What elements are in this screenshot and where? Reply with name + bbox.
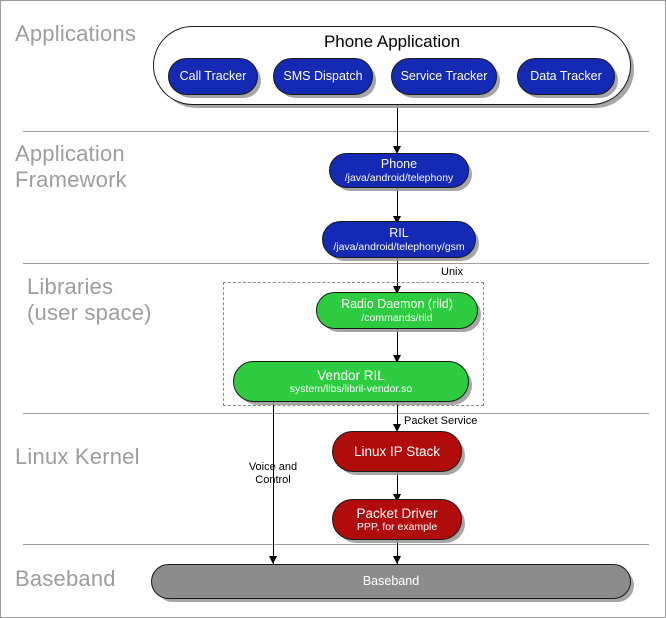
app-node-data-tracker[interactable]: Data Tracker bbox=[517, 58, 615, 95]
arrowhead-vendor-ril-to-ip-stack bbox=[392, 424, 401, 432]
arrowhead-ip-stack-to-packet-driver bbox=[392, 494, 401, 502]
framework-node-phone[interactable]: Phone /java/android/telephony bbox=[329, 153, 469, 188]
kernel-node-packet-driver[interactable]: Packet Driver PPP, for example bbox=[332, 499, 462, 540]
arrowhead-ril-to-rild bbox=[392, 286, 401, 294]
connector-rild-to-vendor-ril bbox=[397, 329, 399, 361]
arrowhead-rild-to-vendor-ril bbox=[392, 355, 401, 363]
layer-label-linux-kernel: Linux Kernel bbox=[15, 444, 140, 469]
framework-node-phone-title: Phone bbox=[380, 157, 418, 171]
divider-application-framework bbox=[23, 263, 649, 264]
edge-label-voice-and-control: Voice and Control bbox=[248, 461, 298, 486]
framework-node-ril-title: RIL bbox=[389, 226, 409, 240]
connector-vendor-ril-to-baseband bbox=[273, 396, 275, 565]
arrowhead-apps-to-phone bbox=[392, 146, 401, 154]
phone-application-title: Phone Application bbox=[323, 32, 461, 51]
kernel-node-packet-driver-sub: PPP, for example bbox=[356, 521, 438, 533]
connector-packet-driver-to-baseband bbox=[397, 540, 399, 565]
library-node-vendor-ril[interactable]: Vendor RIL system/libs/libril-vendor.so bbox=[233, 361, 469, 402]
divider-libraries bbox=[23, 413, 649, 414]
app-node-data-tracker-label: Data Tracker bbox=[530, 69, 602, 83]
app-node-service-tracker[interactable]: Service Tracker bbox=[391, 58, 497, 95]
unix-boundary-box bbox=[223, 282, 484, 406]
baseband-node-title: Baseband bbox=[362, 574, 420, 588]
library-node-radio-daemon-title: Radio Daemon (rild) bbox=[341, 297, 453, 311]
app-node-call-tracker[interactable]: Call Tracker bbox=[168, 58, 258, 95]
layer-label-baseband: Baseband bbox=[15, 566, 116, 591]
library-node-radio-daemon[interactable]: Radio Daemon (rild) /commands/rild bbox=[316, 292, 478, 329]
connector-ril-to-rild bbox=[397, 258, 399, 291]
arrowhead-packet-driver-to-baseband bbox=[392, 556, 401, 564]
connector-apps-to-phone bbox=[397, 105, 399, 147]
app-node-call-tracker-label: Call Tracker bbox=[179, 69, 247, 83]
arrowhead-phone-to-ril bbox=[392, 216, 401, 224]
framework-node-ril-path: /java/android/telephony/gsm bbox=[333, 241, 465, 253]
connector-vendor-ril-to-ip-stack bbox=[397, 396, 399, 429]
layer-label-applications: Applications bbox=[15, 21, 137, 46]
divider-applications bbox=[23, 131, 649, 132]
library-node-vendor-ril-path: system/libs/libril-vendor.so bbox=[289, 383, 413, 395]
edge-label-packet-service: Packet Service bbox=[404, 415, 478, 427]
kernel-node-linux-ip-stack[interactable]: Linux IP Stack bbox=[332, 431, 462, 472]
app-node-service-tracker-label: Service Tracker bbox=[400, 69, 488, 83]
framework-node-phone-path: /java/android/telephony bbox=[344, 172, 454, 184]
arrowhead-vendor-ril-to-baseband bbox=[268, 556, 277, 564]
app-node-sms-dispatch[interactable]: SMS Dispatch bbox=[273, 58, 373, 95]
library-node-vendor-ril-title: Vendor RIL bbox=[317, 368, 385, 383]
layer-label-application-framework: Application Framework bbox=[15, 141, 127, 192]
connector-phone-to-ril bbox=[397, 188, 399, 220]
layer-label-libraries: Libraries (user space) bbox=[27, 274, 152, 325]
kernel-node-linux-ip-stack-title: Linux IP Stack bbox=[353, 444, 441, 459]
framework-node-ril[interactable]: RIL /java/android/telephony/gsm bbox=[322, 221, 476, 258]
connector-ip-stack-to-packet-driver bbox=[397, 472, 399, 499]
library-node-radio-daemon-path: /commands/rild bbox=[361, 312, 433, 324]
app-node-sms-dispatch-label: SMS Dispatch bbox=[283, 69, 363, 83]
baseband-node[interactable]: Baseband bbox=[151, 564, 631, 599]
divider-linux-kernel bbox=[23, 544, 649, 545]
unix-boundary-label: Unix bbox=[441, 266, 464, 278]
kernel-node-packet-driver-title: Packet Driver bbox=[356, 506, 438, 521]
